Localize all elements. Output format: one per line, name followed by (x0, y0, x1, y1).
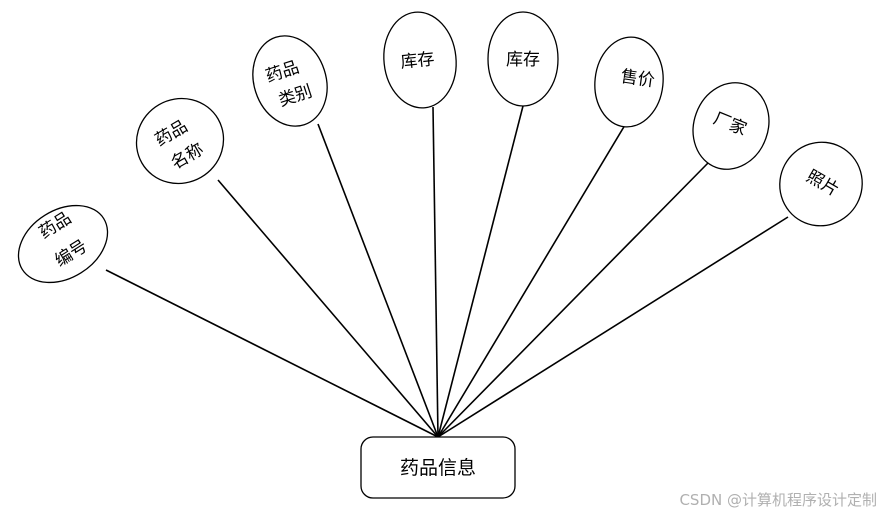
connector-line-7 (437, 162, 709, 438)
attribute-stock-1-label: 库存 (400, 49, 436, 72)
attribute-manufacturer: 厂家 (692, 82, 770, 170)
attribute-drug-name: 药品 名称 (135, 97, 225, 185)
attribute-drug-id: 药品 编号 (17, 204, 109, 284)
attribute-drug-category: 药品 类别 (252, 35, 328, 127)
attribute-price: 售价 (594, 36, 664, 128)
attribute-photo: 照片 (779, 141, 863, 227)
attribute-stock-2-label: 库存 (506, 50, 540, 70)
connector-line-4 (432, 106, 439, 438)
connector-line-5 (437, 105, 524, 438)
connector-line-2 (217, 179, 439, 438)
attribute-stock-1: 库存 (383, 11, 457, 109)
watermark: CSDN @计算机程序设计定制 (679, 491, 877, 509)
connector-line-1 (105, 269, 439, 438)
attribute-stock-2: 库存 (487, 11, 559, 107)
entity-drug-info-label: 药品信息 (400, 457, 476, 479)
entity-drug-info: 药品信息 (360, 436, 516, 499)
connector-line-8 (437, 216, 789, 438)
connector-line-6 (437, 124, 626, 438)
connector-line-3 (317, 123, 439, 438)
attribute-price-label: 售价 (619, 67, 655, 92)
